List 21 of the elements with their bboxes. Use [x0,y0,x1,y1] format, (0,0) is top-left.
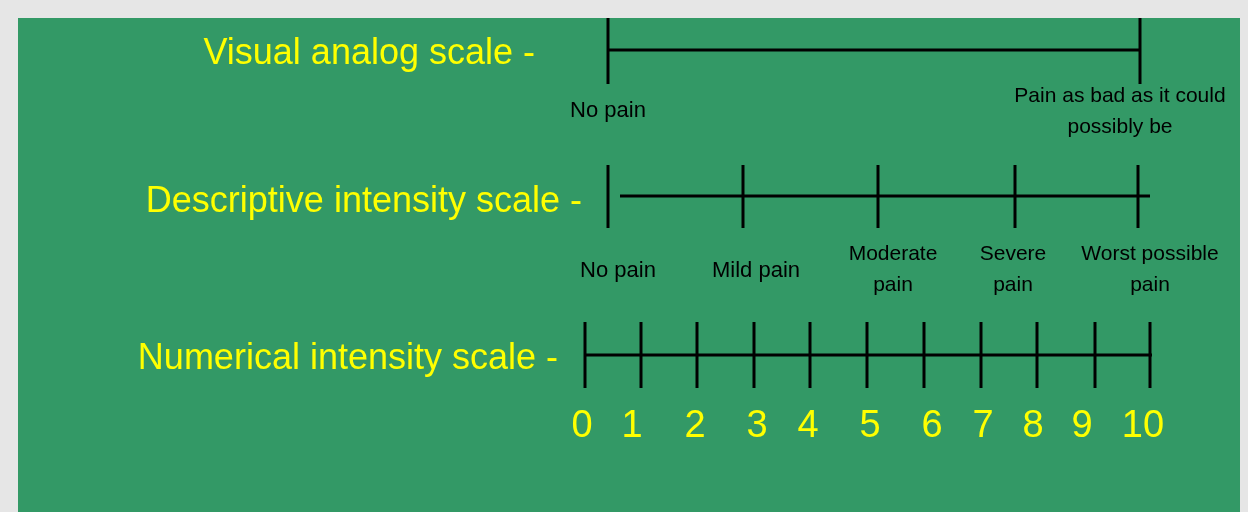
scale-number: 7 [972,402,994,448]
scale-anchor-label: Moderate pain [847,239,939,297]
scale-number: 0 [571,402,593,448]
scale-anchor-label: Mild pain [711,256,800,285]
scale-title: Numerical intensity scale - [137,334,558,379]
scale-anchor-label: No pain [570,96,646,125]
scale-anchor-label: Worst possible pain [1080,239,1220,297]
scale-number: 2 [684,402,706,448]
scale-anchor-label: Pain as bad as it could possibly be [1013,81,1227,139]
scale-number: 8 [1022,402,1044,448]
scale-title: Descriptive intensity scale - [145,177,582,222]
scale-number: 10 [1121,402,1165,448]
scale-number: 1 [621,402,643,448]
scale-anchor-label: No pain [580,256,656,285]
scale-number: 5 [859,402,881,448]
scale-anchor-label: Severe pain [978,239,1048,297]
scale-number: 3 [746,402,768,448]
scale-number: 6 [921,402,943,448]
scale-title: Visual analog scale - [203,29,535,74]
scale-number: 4 [797,402,819,448]
scale-number: 9 [1071,402,1093,448]
